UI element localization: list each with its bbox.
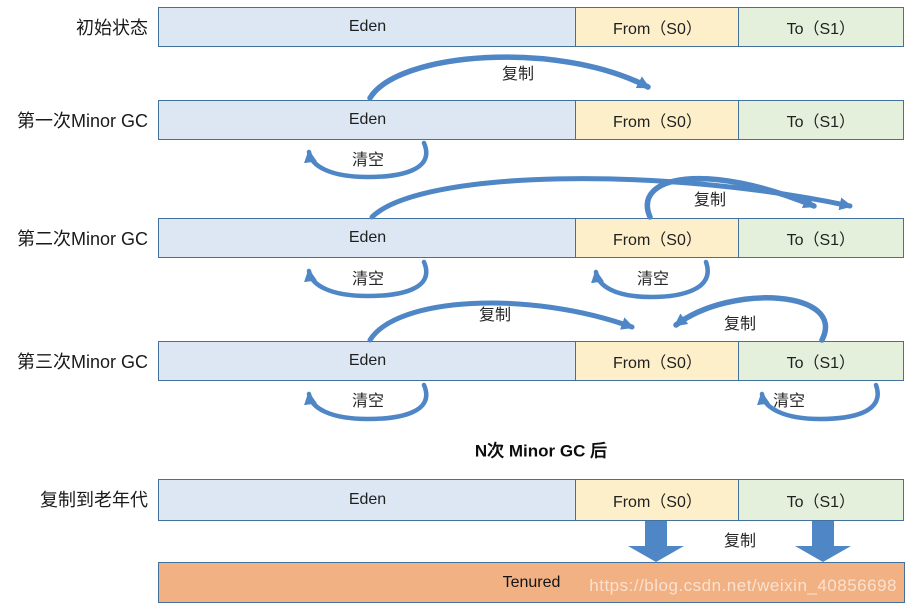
row-copy-to-old-gen: 复制到老年代 Eden From（S0） To（S1） [0, 479, 910, 521]
to-s1-box: To（S1） [737, 218, 904, 258]
eden-box: Eden [158, 100, 577, 140]
n-times-minor-gc-heading: N次 Minor GC 后 [474, 441, 608, 461]
copy-label: 复制 [723, 316, 757, 333]
clear-label: 清空 [351, 271, 385, 288]
copy-down-arrow-from [628, 521, 684, 562]
row-label: 第三次Minor GC [16, 352, 148, 372]
csdn-watermark: https://blog.csdn.net/weixin_40856698 [589, 576, 897, 595]
eden-box: Eden [158, 341, 577, 381]
tenured-box: Tenured [158, 562, 905, 603]
from-s0-box: From（S0） [575, 479, 740, 521]
clear-label: 清空 [351, 393, 385, 410]
eden-box: Eden [158, 218, 577, 258]
to-s1-box: To（S1） [737, 100, 904, 140]
young-gen-boxes: Eden From（S0） To（S1） [158, 7, 904, 47]
from-s0-box: From（S0） [575, 100, 740, 140]
to-s1-box: To（S1） [737, 341, 904, 381]
from-s0-box: From（S0） [575, 341, 740, 381]
row-label: 第二次Minor GC [16, 229, 148, 249]
to-s1-box: To（S1） [737, 7, 904, 47]
eden-box: Eden [158, 7, 577, 47]
copy-arrow-from-to-s1-2 [644, 175, 817, 220]
copy-label: 复制 [693, 192, 727, 209]
eden-box: Eden [158, 479, 577, 521]
row-initial-state: 初始状态 Eden From（S0） To（S1） [0, 7, 910, 47]
row-first-minor-gc: 第一次Minor GC Eden From（S0） To（S1） [0, 100, 910, 140]
young-gen-boxes: Eden From（S0） To（S1） [158, 218, 904, 258]
copy-label: 复制 [478, 307, 512, 324]
copy-label: 复制 [501, 66, 535, 83]
clear-label: 清空 [351, 152, 385, 169]
from-s0-box: From（S0） [575, 7, 740, 47]
young-gen-boxes: Eden From（S0） To（S1） [158, 100, 904, 140]
copy-label: 复制 [723, 533, 757, 550]
to-s1-box: To（S1） [737, 479, 904, 521]
row-label: 第一次Minor GC [16, 111, 148, 131]
from-s0-box: From（S0） [575, 218, 740, 258]
young-gen-boxes: Eden From（S0） To（S1） [158, 479, 904, 521]
copy-arrow-eden-to-s1-2 [369, 176, 853, 220]
clear-label: 清空 [636, 271, 670, 288]
row-label: 初始状态 [76, 18, 148, 38]
row-label: 复制到老年代 [40, 490, 148, 510]
row-third-minor-gc: 第三次Minor GC Eden From（S0） To（S1） [0, 341, 910, 381]
row-second-minor-gc: 第二次Minor GC Eden From（S0） To（S1） [0, 218, 910, 258]
clear-label: 清空 [772, 393, 806, 410]
copy-down-arrow-to [795, 521, 851, 562]
young-gen-boxes: Eden From（S0） To（S1） [158, 341, 904, 381]
